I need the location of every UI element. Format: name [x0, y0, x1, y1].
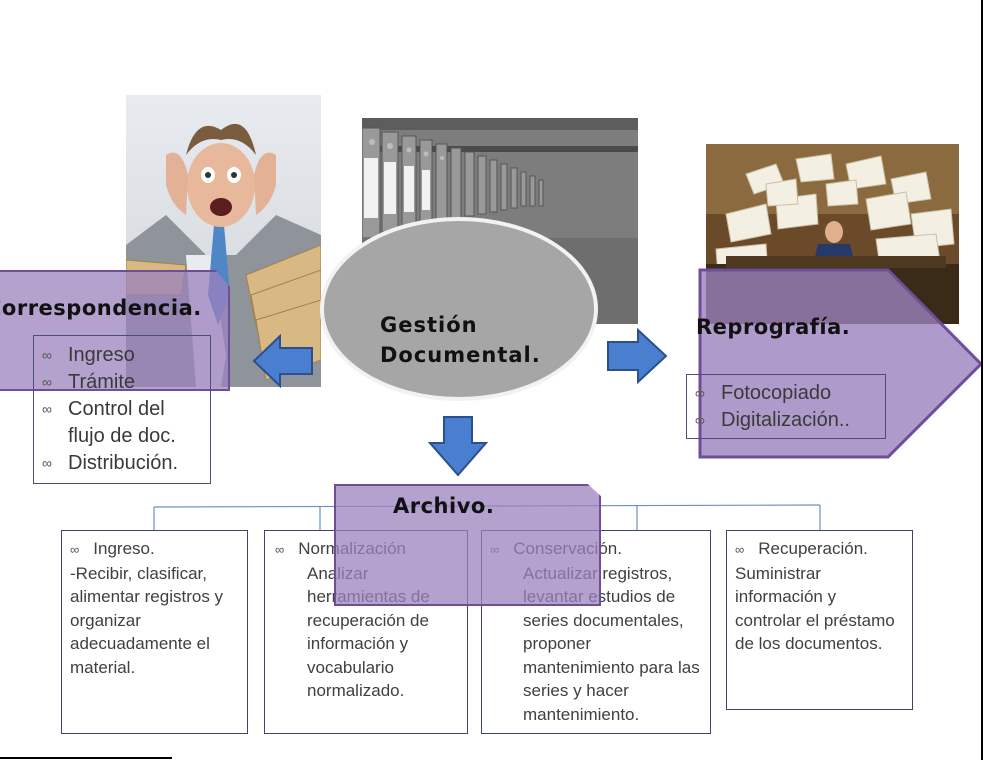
list-item: ∞Fotocopiado [687, 380, 885, 407]
reprografia-list: ∞Fotocopiado ∞Digitalización.. [686, 374, 886, 439]
archivo-box-ingreso: ∞Ingreso. -Recibir, clasificar, alimenta… [61, 530, 248, 734]
archivo-heading: Archivo. [393, 494, 495, 518]
center-title: Gestión Documental. [380, 310, 541, 370]
infinity-bullet-icon: ∞ [42, 401, 52, 417]
reprografia-heading: Reprografía. [696, 315, 851, 339]
infinity-bullet-icon: ∞ [70, 542, 80, 557]
infinity-bullet-icon: ∞ [42, 374, 52, 390]
list-item: ∞Control del [34, 396, 210, 423]
infinity-bullet-icon: ∞ [275, 542, 285, 557]
arrow-down-icon [428, 416, 488, 477]
center-title-line2: Documental. [380, 343, 541, 367]
center-ellipse [320, 217, 598, 401]
list-item: ∞Distribución. [34, 450, 210, 477]
list-item: ∞Trámite [34, 369, 210, 396]
arrow-right-icon [607, 328, 668, 384]
list-item: ∞Digitalización.. [687, 407, 885, 434]
infinity-bullet-icon: ∞ [42, 455, 52, 471]
infinity-bullet-icon: ∞ [42, 347, 52, 363]
infinity-bullet-icon: ∞ [695, 385, 705, 401]
arrow-left-icon [252, 334, 313, 388]
correspondencia-list: ∞Ingreso ∞Trámite ∞Control del flujo de … [33, 335, 211, 484]
list-item: ∞Ingreso [34, 342, 210, 369]
infinity-bullet-icon: ∞ [735, 542, 745, 557]
correspondencia-banner [0, 270, 230, 391]
center-title-line1: Gestión [380, 313, 478, 337]
archivo-banner [334, 484, 601, 606]
infinity-bullet-icon: ∞ [695, 412, 705, 428]
reprografia-banner [698, 268, 984, 459]
archivo-box-recuperacion: ∞Recuperación. Suministrar información y… [726, 530, 913, 710]
list-item: flujo de doc. [68, 425, 176, 447]
correspondencia-heading: Correspondencia. [0, 296, 202, 320]
